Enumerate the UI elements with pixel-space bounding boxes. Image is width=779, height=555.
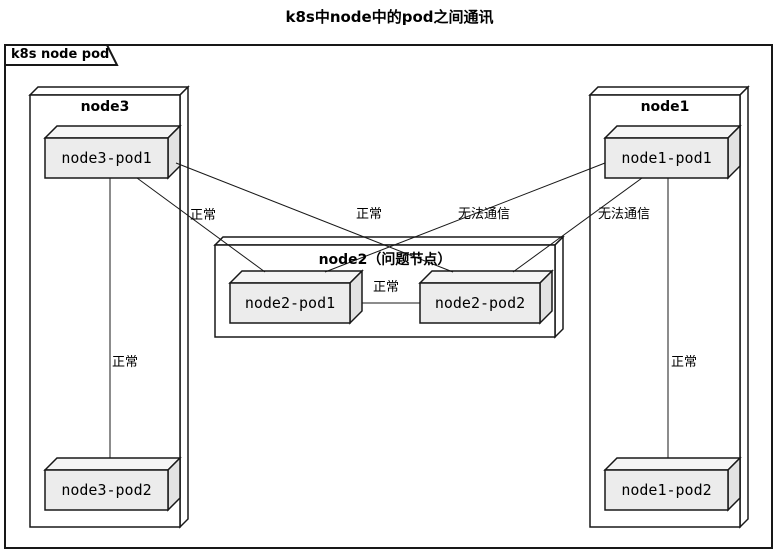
node3-pod2-top: [43, 457, 182, 471]
edge-label-node3pod1-node2pod1: 正常: [190, 208, 217, 223]
node3-title: node3: [80, 99, 130, 115]
node2-pod1-label: node2-pod1: [244, 294, 336, 312]
node3-box-side: [179, 85, 189, 529]
diagram-title: k8s中node中的pod之间通讯: [285, 8, 494, 26]
node1-title: node1: [640, 99, 690, 115]
node3-pod2-front: [44, 469, 169, 511]
edge-label-node2pod1-node2pod2: 正常: [373, 280, 400, 295]
edge-label-node3pod1-node2pod2: 正常: [356, 207, 383, 222]
node1-pod1-top: [603, 125, 742, 139]
frame-label: k8s node pod: [11, 47, 110, 62]
node1-pod2-top: [603, 457, 742, 471]
node2-pod1-box: [228, 269, 364, 325]
node1-box-top: [588, 86, 750, 96]
node1-pod1-box: [603, 124, 742, 180]
edge-label-node3pod1-node3pod2: 正常: [112, 355, 139, 370]
node3-pod1-label: node3-pod1: [61, 149, 152, 167]
node2-box-side: [554, 235, 564, 339]
node2-box-top: [213, 236, 565, 246]
edge-node1pod1-node2pod2: [512, 177, 643, 273]
edge-node1pod1-node2pod1: [324, 162, 606, 273]
node2-pod2-top: [418, 270, 554, 284]
node2-pod2-box: [418, 269, 554, 325]
node3-box-top: [28, 86, 190, 96]
node3-pod1-box: [43, 124, 182, 180]
node1-pod1-front: [604, 137, 729, 179]
edge-label-node1pod1-node2pod1: 无法通信: [458, 207, 511, 222]
node1-pod2-box: [603, 456, 742, 512]
frame-label-tab: [4, 44, 119, 66]
node1-box-side: [739, 85, 749, 529]
node1-pod1-label: node1-pod1: [621, 149, 712, 167]
node3-pod2-label: node3-pod2: [61, 481, 152, 499]
node2-pod1-front: [229, 282, 351, 324]
node2-pod2-front: [419, 282, 541, 324]
node2-pod1-top: [228, 270, 364, 284]
node2-title: node2（问题节点）: [318, 252, 452, 268]
node1-pod2-front: [604, 469, 729, 511]
node2-pod2-label: node2-pod2: [434, 294, 526, 312]
edge-label-node1pod1-node2pod2: 无法通信: [598, 207, 651, 222]
node3-pod1-front: [44, 137, 169, 179]
node3-pod2-box: [43, 456, 182, 512]
node1-pod2-label: node1-pod2: [621, 481, 712, 499]
node3-pod1-top: [43, 125, 182, 139]
edge-node3pod1-node2pod1: [136, 177, 266, 273]
edge-node3pod1-node2pod2: [175, 162, 454, 273]
edge-label-node1pod1-node1pod2: 正常: [671, 355, 698, 370]
